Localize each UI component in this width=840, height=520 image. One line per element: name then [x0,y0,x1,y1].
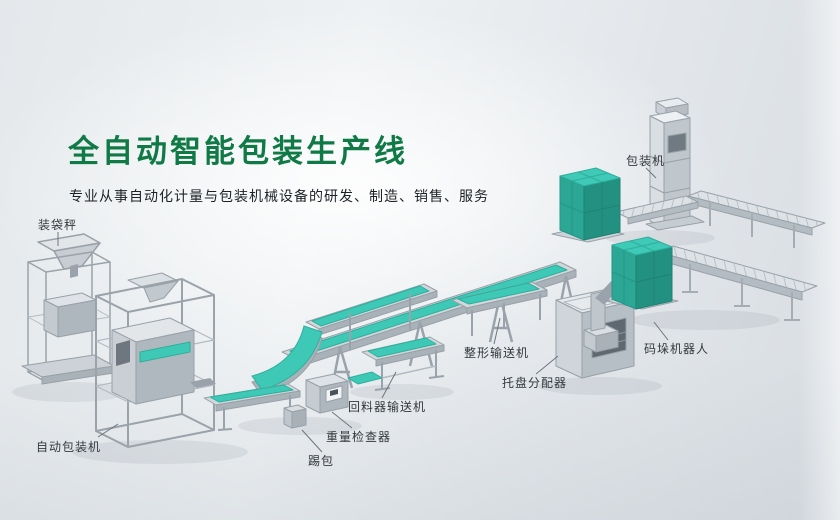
label-auto-packing-machine: 自动包装机 [36,440,102,454]
roller-conveyor-lower [657,245,818,321]
roller-conveyor-upper [687,190,826,248]
shaping-conveyor [451,281,548,336]
auto-packing-machine [95,272,216,448]
transfer-conveyor-topright [615,195,699,225]
outfeed-conveyor [203,383,301,431]
label-palletizing-robot: 码垛机器人 [644,342,710,356]
label-packing-machine: 包装机 [626,154,666,168]
label-leader-lines [57,167,669,453]
label-kick-bag: 踢包 [308,454,335,468]
upper-merge-conveyor [305,283,438,350]
page-subtitle: 专业从事自动化计量与包装机械设备的研发、制造、销售、服务 [69,188,489,204]
bagging-scale [21,233,115,385]
label-pallet-dispenser: 托盘分配器 [502,376,568,390]
label-bagging-scale: 装袋秤 [38,218,78,232]
page-title: 全自动智能包装生产线 [68,134,408,169]
pallet-load-right [605,236,679,310]
pallet-load-top [551,167,625,243]
label-shaping-conveyor: 整形输送机 [464,346,530,360]
kick-bag-device [283,404,307,429]
label-weight-checker: 重量检查器 [326,430,392,444]
weight-checker [305,371,383,414]
label-return-feeder-conveyor: 回料器输送机 [348,400,427,414]
return-feeder-conveyor [361,336,445,391]
